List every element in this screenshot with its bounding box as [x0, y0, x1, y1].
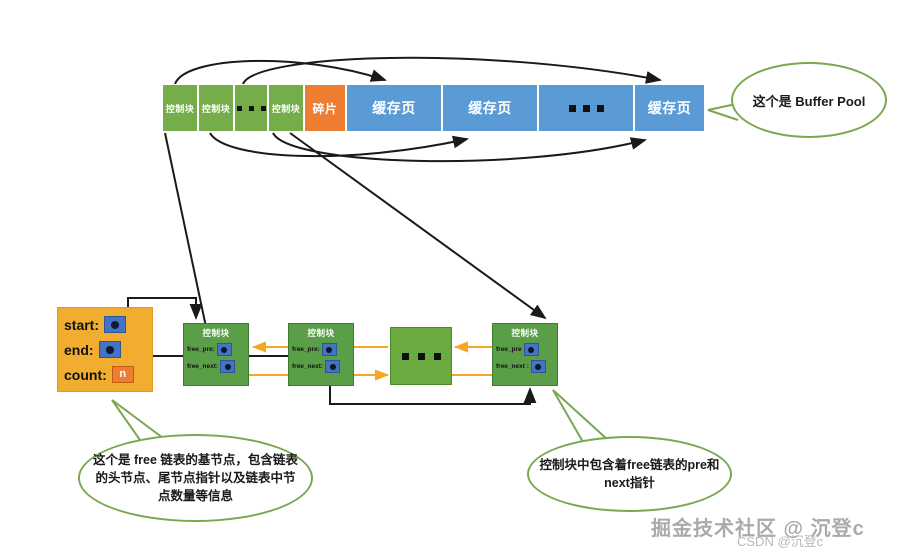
callout-base-node: 这个是 free 链表的基节点，包含链表的头节点、尾节点指针以及链表中节点数量等… [78, 434, 313, 522]
node-field-free-next: free_next : [493, 360, 557, 373]
node-title: 控制块 [511, 328, 539, 338]
leader-ctrl-callout-a [552, 389, 584, 443]
base-node-field-start: start: [64, 314, 152, 336]
wire-ctrl1-to-page1 [174, 59, 387, 85]
watermark-secondary: CSDN @沉登c [737, 534, 824, 549]
base-node-end-label: end: [64, 341, 94, 358]
callout-base-node-text: 这个是 free 链表的基节点，包含链表的头节点、尾节点指针以及链表中节点数量等… [93, 452, 298, 504]
buffer-pool-strip: 控制块 控制块 控制块 碎片 缓存页 缓存页 缓存页 [162, 84, 705, 132]
ellipsis-dots-icon [236, 105, 266, 111]
pointer-dot-icon [326, 346, 333, 353]
pool-cell-control-block: 控制块 [198, 84, 234, 132]
pointer-dot-icon [224, 363, 231, 370]
pool-cell-ellipsis [538, 84, 634, 132]
free-next-pointer-slot [220, 360, 236, 373]
base-node-field-count: count: n [64, 364, 152, 386]
node-field-free-pre: free_pre: [184, 343, 248, 356]
count-value-slot: n [111, 366, 134, 383]
node-title: 控制块 [307, 328, 335, 338]
node-field-free-pre: free_pre: [289, 343, 353, 356]
node-title: 控制块 [202, 328, 230, 338]
leader-pool-callout-b [707, 109, 739, 121]
free-list-node-2: 控制块 free_pre: free_next: [288, 323, 354, 386]
start-pointer-slot [104, 316, 127, 333]
callout-buffer-pool: 这个是 Buffer Pool [731, 62, 887, 138]
free-next-label: free_next : [496, 363, 529, 370]
pool-cell-cache-page: 缓存页 [442, 84, 538, 132]
free-pre-label: free_pre: [187, 346, 215, 353]
free-pre-pointer-slot [523, 343, 539, 356]
pointer-dot-icon [105, 345, 114, 354]
pool-cell-label: 缓存页 [372, 100, 416, 116]
pointer-dot-icon [329, 363, 336, 370]
callout-control-block-text: 控制块中包含着free链表的pre和next指针 [539, 457, 720, 490]
base-node-start-label: start: [64, 316, 100, 333]
base-node-field-end: end: [64, 339, 152, 361]
end-pointer-slot [98, 341, 121, 358]
pool-cell-label: 控制块 [201, 103, 231, 114]
free-pre-pointer-slot [216, 343, 232, 356]
free-list-ellipsis-node [390, 327, 452, 385]
free-pre-label: free_pre [496, 346, 522, 353]
count-value: n [119, 368, 127, 380]
free-next-pointer-slot [530, 360, 546, 373]
free-list-node-3: 控制块 free_pre free_next : [492, 323, 558, 386]
free-pre-pointer-slot [321, 343, 337, 356]
ellipsis-dot-icon [417, 352, 425, 360]
wire-ctrl4-to-page4 [272, 132, 647, 163]
pool-cell-label: 缓存页 [647, 100, 692, 116]
pool-cell-label: 缓存页 [468, 100, 512, 116]
free-list-base-node: start: end: count: n [57, 307, 153, 392]
callout-control-block: 控制块中包含着free链表的pre和next指针 [527, 436, 732, 512]
ellipsis-dots-icon [568, 104, 604, 112]
pointer-dot-icon [111, 320, 120, 329]
pool-cell-label: 碎片 [312, 101, 338, 116]
free-pre-label: free_pre: [292, 346, 320, 353]
free-next-label: free_next: [292, 363, 324, 370]
pointer-dot-icon [528, 346, 535, 353]
free-list-node-1: 控制块 free_pre: free_next: [183, 323, 249, 386]
wire-pool-to-node3 [289, 132, 547, 320]
pool-cell-control-block: 控制块 [268, 84, 304, 132]
leader-ctrl-callout-b [552, 389, 609, 441]
ellipsis-dot-icon [401, 352, 409, 360]
free-next-label: free_next: [187, 363, 219, 370]
pool-cell-control-block: 控制块 [162, 84, 198, 132]
watermark-primary: 掘金技术社区 @ 沉登c [651, 518, 865, 540]
wire-ctrl3-to-page2 [209, 132, 469, 158]
pointer-dot-icon [535, 363, 542, 370]
pointer-dot-icon [221, 346, 228, 353]
node-field-free-pre: free_pre [493, 343, 557, 356]
pool-cell-cache-page: 缓存页 [346, 84, 442, 132]
node-field-free-next: free_next: [289, 360, 353, 373]
pool-cell-cache-page: 缓存页 [634, 84, 705, 132]
wire-ctrl2-to-page3 [242, 56, 662, 85]
leader-base-callout-a [111, 399, 141, 441]
ellipsis-dot-icon [433, 352, 441, 360]
pool-cell-ellipsis [234, 84, 268, 132]
pool-cell-fragment: 碎片 [304, 84, 346, 132]
callout-buffer-pool-text: 这个是 Buffer Pool [752, 93, 866, 109]
pool-cell-label: 控制块 [271, 103, 301, 114]
free-next-pointer-slot [325, 360, 341, 373]
base-node-count-label: count: [64, 366, 107, 383]
pool-cell-label: 控制块 [165, 103, 195, 114]
node-field-free-next: free_next: [184, 360, 248, 373]
leader-base-callout-b [111, 399, 164, 439]
